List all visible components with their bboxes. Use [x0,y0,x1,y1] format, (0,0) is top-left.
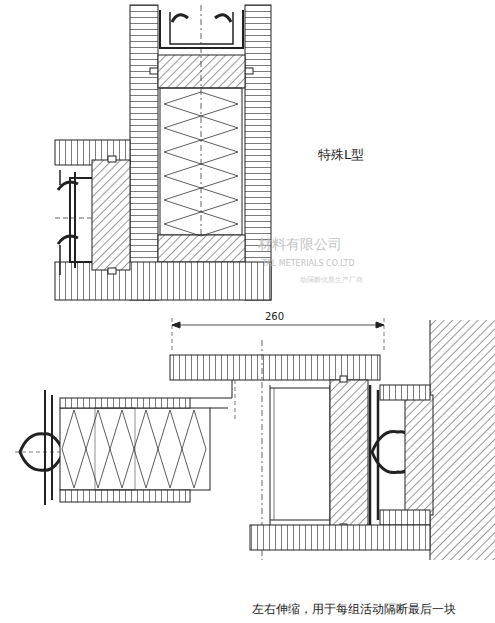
insulation [164,116,238,140]
insulation [158,410,182,488]
insulation [110,410,134,488]
dimension: 260 [265,311,284,322]
insulation [86,410,110,488]
watermark: 动隔断优质生产厂商 [300,275,363,285]
caption: 左右伸缩，用于每组活动隔断最后一块 [252,601,456,618]
insulation [62,410,86,488]
insulation [182,410,206,488]
insulation [134,410,158,488]
profile-name: 特殊L型 [318,146,364,164]
watermark: 材料有限公司 [258,236,342,254]
watermark: TAL METERIALS CO.LTD [262,259,355,268]
insulation [164,140,238,164]
insulation [164,164,238,188]
insulation [164,92,238,116]
insulation [164,188,238,212]
insulation [164,212,238,236]
